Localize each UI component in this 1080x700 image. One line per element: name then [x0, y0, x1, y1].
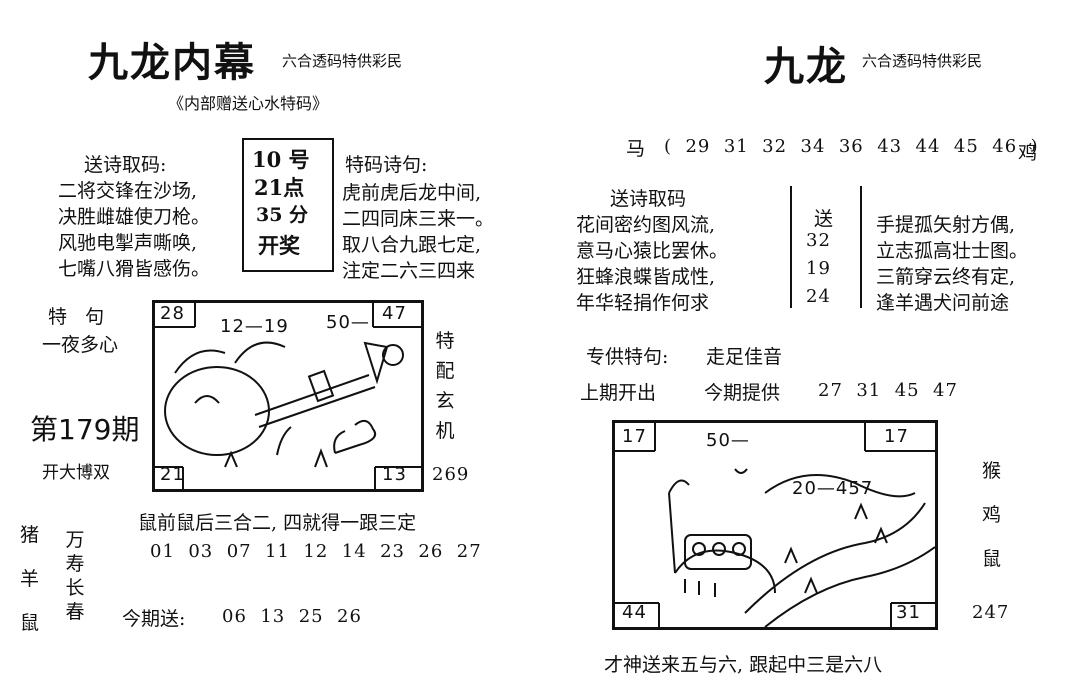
pic-num-top: 50—: [706, 430, 750, 451]
poem-line: 风驰电掣声嘶唤,: [58, 232, 198, 254]
pic-num-mid: 12—19: [220, 316, 289, 337]
poem-line: 意马心猿比罢休。: [576, 240, 729, 262]
pic-num-mid2: 50—: [326, 312, 370, 333]
right-side-number: 247: [972, 602, 1010, 623]
right-picture-frame: [612, 420, 938, 630]
poem-line: 三箭穿云终有定,: [876, 266, 1016, 288]
send-col: 19: [806, 258, 831, 279]
send-col: 32: [806, 230, 831, 251]
poem-line: 年华轻捐作何求: [576, 292, 710, 314]
send-col: 24: [806, 286, 831, 307]
draw-time-line: 35 分: [256, 204, 309, 226]
pic-num-tr: 47: [382, 303, 407, 324]
pic-num-tl: 28: [160, 303, 185, 324]
special-poem-head: 特码诗句:: [345, 154, 428, 176]
pic-num-mid: 20—457: [792, 478, 874, 499]
side-label: 特配玄机: [435, 330, 455, 442]
poem-line: 七嘴八猾皆感伤。: [58, 258, 211, 280]
zodiac-rooster: 鸡: [982, 504, 1002, 526]
right-poem2: 手提孤矢射方偶, 立志孤高壮士图。 三箭穿云终有定, 逢羊遇犬问前途: [876, 212, 1028, 316]
poem-line: 二四同床三来一。: [342, 208, 495, 230]
zodiac-sheep: 羊: [20, 568, 40, 590]
pic-num-tr: 17: [884, 426, 909, 447]
left-poem: 二将交锋在沙场, 决胜雌雄使刀枪。 风驰电掣声嘶唤, 七嘴八猾皆感伤。: [58, 178, 210, 282]
this-numbers: 27 31 45 47: [818, 380, 958, 401]
poem-line: 二将交锋在沙场,: [58, 180, 198, 202]
poem-line: 虎前虎后龙中间,: [342, 182, 482, 204]
pic-num-bl: 44: [622, 602, 647, 623]
zodiac-rat: 鼠: [982, 548, 1002, 570]
zodiac-monkey: 猴: [982, 460, 1002, 482]
poem-line: 注定二六三四来: [342, 260, 476, 282]
right-sketch: [615, 423, 935, 627]
poem-line: 狂蜂浪蝶皆成性,: [576, 266, 716, 288]
pic-num-tl: 17: [622, 426, 647, 447]
wishes: 万寿长春: [65, 529, 85, 623]
draw-time-line: 10 号: [252, 147, 310, 172]
zhuan-text: 走足佳音: [706, 346, 783, 368]
zodiac-pig: 猪: [20, 524, 40, 546]
right-subtitle: 六合透码特供彩民: [862, 52, 983, 70]
poem-line: 逢羊遇犬问前途: [876, 292, 1010, 314]
last-label: 上期开出: [580, 382, 657, 404]
bottom-poem: 才神送来五与六, 跟起中三是六八: [604, 654, 883, 676]
te-ju-label: 特 句: [48, 306, 105, 328]
issue-number: 第179期: [30, 413, 140, 446]
zodiac-rat: 鼠: [20, 612, 40, 634]
draw-time-line: 开奖: [258, 233, 300, 258]
poem-line: 取八合九跟七定,: [342, 234, 482, 256]
number-list: 01 03 07 11 12 14 23 26 27: [150, 541, 482, 562]
left-tagline: 《内部赠送心水特码》: [168, 94, 329, 113]
send-numbers: 06 13 25 26: [222, 606, 362, 627]
this-label: 今期提供: [704, 382, 781, 404]
zodiac-rule: 鼠前鼠后三合二, 四就得一跟三定: [138, 512, 417, 534]
left-poem-head: 送诗取码:: [84, 154, 167, 176]
zhuan-label: 专供特句:: [586, 346, 669, 368]
ma-numbers: ( 29 31 32 34 36 43 44 45 46 ): [664, 136, 1039, 157]
send-col: 送: [814, 208, 834, 230]
pic-num-br: 13: [382, 464, 407, 485]
special-poem: 虎前虎后龙中间, 二四同床三来一。 取八合九跟七定, 注定二六三四来: [342, 180, 494, 284]
ji-label: 鸡: [1018, 142, 1038, 164]
left-title: 九龙内幕: [88, 39, 256, 86]
poem-line: 决胜雌雄使刀枪。: [58, 206, 211, 228]
left-sketch: [155, 303, 421, 489]
pic-num-br: 31: [896, 602, 921, 623]
side-number: 269: [432, 464, 470, 485]
pic-num-bl: 21: [160, 464, 185, 485]
poem-line: 花间密约图风流,: [576, 214, 716, 236]
send-label: 今期送:: [122, 608, 186, 630]
draw-time-line: 21点: [254, 175, 305, 200]
right-title: 九龙: [764, 43, 848, 90]
draw-time-box: [242, 138, 334, 272]
poem-line: 手提孤矢射方偶,: [876, 214, 1016, 236]
poem-line: 立志孤高壮士图。: [876, 240, 1029, 262]
left-subtitle: 六合透码特供彩民: [282, 52, 403, 70]
right-poem-head: 送诗取码: [610, 188, 687, 210]
right-poem: 花间密约图风流, 意马心猿比罢休。 狂蜂浪蝶皆成性, 年华轻捐作何求: [576, 212, 728, 316]
ma-label: 马: [626, 138, 646, 160]
kai-label: 开大博双: [42, 463, 110, 483]
te-ju-text: 一夜多心: [42, 334, 119, 356]
left-picture-frame: [152, 300, 424, 492]
send-column-box: [790, 186, 862, 308]
